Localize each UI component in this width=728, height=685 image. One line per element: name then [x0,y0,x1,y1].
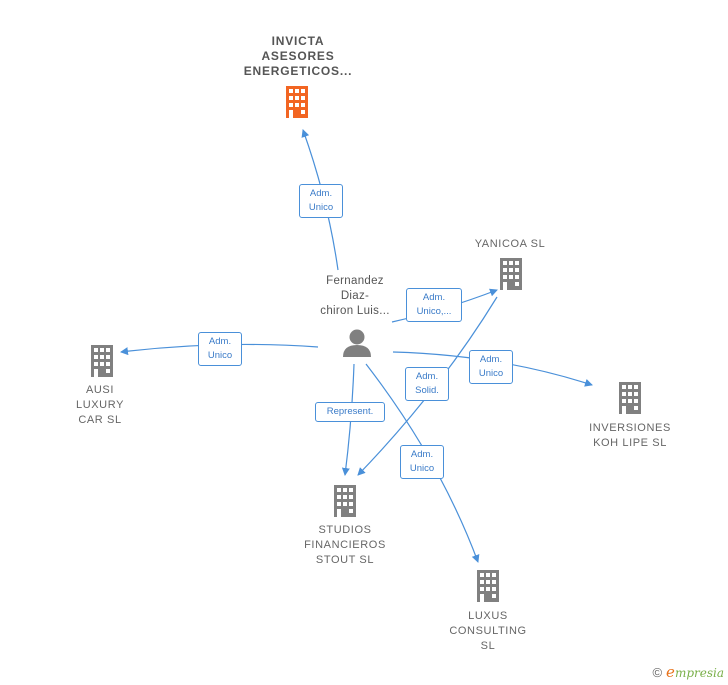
company-label-invicta[interactable]: INVICTA ASESORES ENERGETICOS... [243,34,353,78]
brand-name-rest: mpresia [674,666,724,680]
edge-label-invicta[interactable]: Adm. Unico [299,184,343,218]
company-label-ausi[interactable]: AUSI LUXURY CAR SL [75,384,125,426]
edge-label-studios-represent[interactable]: Represent. [315,402,385,422]
edge-label-yanicoa-studios[interactable]: Adm. Solid. [405,367,449,401]
company-label-studios[interactable]: STUDIOS FINANCIEROS STOUT SL [304,524,386,566]
edge-label-luxus[interactable]: Adm. Unico [400,445,444,479]
person-icon [343,329,371,357]
brand-logo[interactable]: © empresia [652,663,724,681]
copyright-symbol: © [652,664,663,680]
building-icon-studios [334,485,356,517]
company-label-yanicoa[interactable]: YANICOA SL [474,238,546,250]
building-icon-yanicoa [500,258,522,290]
building-icon-luxus [477,570,499,602]
edge-label-inversiones[interactable]: Adm. Unico [469,350,513,384]
building-icon-invicta [286,86,308,118]
edge-label-ausi[interactable]: Adm. Unico [198,332,242,366]
edge-label-yanicoa[interactable]: Adm. Unico,... [406,288,462,322]
building-icon-ausi [91,345,113,377]
company-label-luxus[interactable]: LUXUS CONSULTING SL [449,610,527,652]
building-icon-inversiones [619,382,641,414]
company-label-inversiones[interactable]: INVERSIONES KOH LIPE SL [589,422,671,449]
brand-first-letter: e [666,663,675,681]
person-label[interactable]: Fernandez Diaz- chiron Luis... [320,275,390,317]
